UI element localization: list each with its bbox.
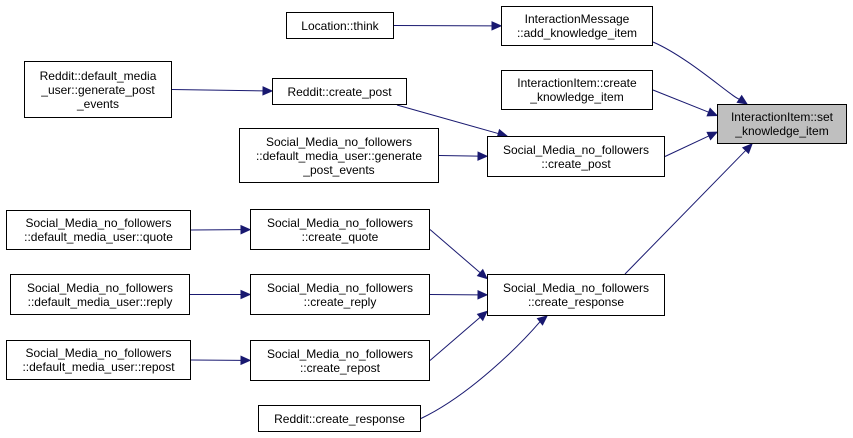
arrowhead <box>741 143 753 155</box>
node-label-line: ::create_reply <box>303 294 377 309</box>
edge-im_add-to-set_ki <box>652 41 740 100</box>
node-label-line: ::add_knowledge_item <box>516 26 638 40</box>
node-smnf-create-post[interactable]: Social_Media_no_followers::create_post <box>487 136 665 177</box>
node-reddit-default-media-user-generate-post-events[interactable]: Reddit::default_media_user::generate_pos… <box>24 61 172 118</box>
arrowhead <box>536 315 548 326</box>
arrowhead <box>736 94 749 105</box>
edge-reddit_dmu-to-reddit_cp <box>171 89 264 92</box>
arrowhead <box>262 86 274 96</box>
node-reddit-create-post[interactable]: Reddit::create_post <box>272 78 407 105</box>
node-label-line: ::default_media_user::reply <box>27 294 173 309</box>
node-interactionitem-set-knowledge-item: InteractionItem::set_knowledge_item <box>717 104 847 144</box>
node-interactionitem-create-knowledge-item[interactable]: InteractionItem::create_knowledge_item <box>501 70 653 110</box>
arrowhead <box>240 224 252 235</box>
arrowhead <box>476 310 488 322</box>
edge-smnf_dmu_gp-to-smnf_cp <box>438 155 479 157</box>
edge-smnf_cr-to-set_ki <box>624 150 747 275</box>
arrowhead <box>476 268 488 280</box>
arrowhead <box>706 131 719 141</box>
node-label-line: ::default_media_user::repost <box>22 360 175 374</box>
node-label-line: InteractionItem::create <box>517 76 637 90</box>
node-label-line: Social_Media_no_followers <box>25 346 172 360</box>
node-smnf-create-quote[interactable]: Social_Media_no_followers::create_quote <box>250 209 430 250</box>
node-location-think[interactable]: Location::think <box>286 12 394 39</box>
arrowhead <box>477 151 489 161</box>
node-label-line: Social_Media_no_followers <box>266 280 414 295</box>
arrowhead <box>240 355 252 366</box>
node-label-line: Social_Media_no_followers <box>266 346 414 361</box>
node-label-line: ::default_media_user::quote <box>24 230 173 244</box>
node-smnf-default-media-user-generate-post-events[interactable]: Social_Media_no_followers::default_media… <box>239 128 439 183</box>
arrowhead <box>491 21 503 31</box>
node-label-line: _post_events <box>303 162 375 177</box>
edge-smnf_cp-to-set_ki <box>664 135 710 157</box>
edge-reddit_cr-to-smnf_cr <box>420 321 541 419</box>
node-label-line: Social_Media_no_followers <box>25 216 172 230</box>
node-label-line: ::default_media_user::generate <box>255 148 423 163</box>
node-smnf-default-media-user-reply[interactable]: Social_Media_no_followers::default_media… <box>10 274 190 315</box>
node-smnf-create-reply[interactable]: Social_Media_no_followers::create_reply <box>250 274 430 315</box>
arrowhead <box>477 290 489 300</box>
edge-smnf_cq-to-smnf_cr <box>429 229 481 274</box>
node-label-line: Social_Media_no_followers <box>502 142 650 157</box>
node-label-line: _events <box>76 96 120 111</box>
node-reddit-create-response[interactable]: Reddit::create_response <box>258 405 421 432</box>
node-label-line: ::create_repost <box>299 360 381 375</box>
edge-reddit_cp-to-smnf_cp <box>396 104 499 135</box>
node-label-line: Reddit::create_post <box>287 84 392 99</box>
node-label-line: Reddit::create_response <box>274 411 405 426</box>
node-label-line: InteractionItem::set <box>730 110 834 124</box>
edge-smnf_crpo-to-smnf_cr <box>429 316 481 361</box>
node-smnf-create-response[interactable]: Social_Media_no_followers::create_respon… <box>487 274 665 316</box>
node-label-line: Social_Media_no_followers <box>26 280 174 295</box>
node-smnf-default-media-user-quote[interactable]: Social_Media_no_followers::default_media… <box>6 210 191 250</box>
node-label-line: Social_Media_no_followers <box>266 215 414 230</box>
node-smnf-create-repost[interactable]: Social_Media_no_followers::create_repost <box>250 340 430 381</box>
node-label-line: _knowledge_item <box>530 90 624 104</box>
node-label-line: Reddit::default_media <box>39 68 157 83</box>
node-label-line: _knowledge_item <box>735 124 829 138</box>
arrowhead <box>240 289 252 300</box>
node-label-line: InteractionMessage <box>524 12 630 26</box>
node-smnf-default-media-user-repost[interactable]: Social_Media_no_followers::default_media… <box>6 340 191 380</box>
node-label-line: _user::generate_post <box>41 82 155 97</box>
node-label-line: ::create_response <box>527 295 625 309</box>
node-label-line: Social_Media_no_followers <box>265 134 413 149</box>
node-label-line: Location::think <box>301 18 379 33</box>
arrowhead <box>706 107 719 117</box>
node-label-line: Social_Media_no_followers <box>502 281 650 295</box>
node-interactionmessage-add-knowledge-item[interactable]: InteractionMessage::add_knowledge_item <box>501 6 653 46</box>
node-label-line: ::create_post <box>541 156 611 171</box>
edge-ii_create-to-set_ki <box>652 89 709 113</box>
node-label-line: ::create_quote <box>301 229 379 244</box>
